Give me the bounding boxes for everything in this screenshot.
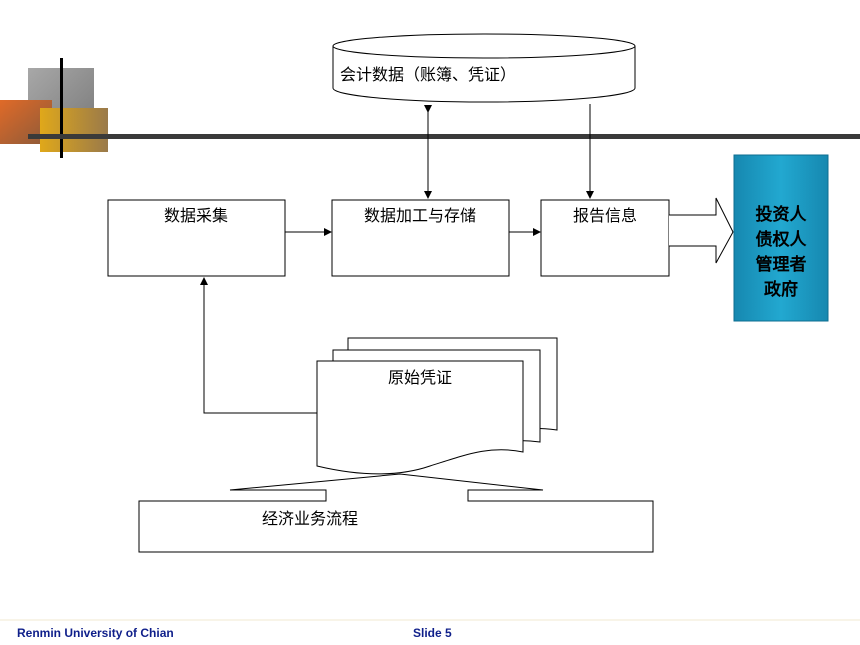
footer-slide-number: Slide 5: [413, 626, 452, 640]
decorative-logo-blocks: [0, 58, 108, 158]
audience-item-government: 政府: [764, 279, 798, 300]
source-docs-label: 原始凭证: [388, 368, 452, 387]
process-label: 数据加工与存储: [364, 206, 476, 225]
arrow-report-to-audience: [669, 197, 734, 264]
audience-item-investor: 投资人: [756, 204, 808, 225]
collect-label: 数据采集: [164, 206, 228, 225]
collect-box: 数据采集: [107, 199, 286, 277]
report-label: 报告信息: [573, 206, 637, 225]
arrow-source-to-collect: [200, 277, 317, 414]
accounting-database-cylinder: 会计数据（账簿、凭证）: [332, 33, 636, 103]
report-box: 报告信息: [540, 199, 670, 277]
deco-vertical-line: [60, 58, 63, 158]
audience-box: 投资人 债权人 管理者 政府: [733, 154, 829, 322]
business-process-callout: 经济业务流程: [138, 473, 654, 553]
process-storage-box: 数据加工与存储: [331, 199, 510, 277]
source-documents-stack: 原始凭证: [316, 337, 558, 475]
audience-item-creditor: 债权人: [756, 229, 808, 250]
footer-university: Renmin University of Chian: [17, 626, 174, 640]
audience-item-manager: 管理者: [756, 254, 807, 275]
business-process-label: 经济业务流程: [262, 509, 358, 528]
database-label: 会计数据（账簿、凭证）: [340, 65, 516, 84]
deco-gold-square: [40, 108, 108, 152]
header-rule: [28, 134, 860, 139]
